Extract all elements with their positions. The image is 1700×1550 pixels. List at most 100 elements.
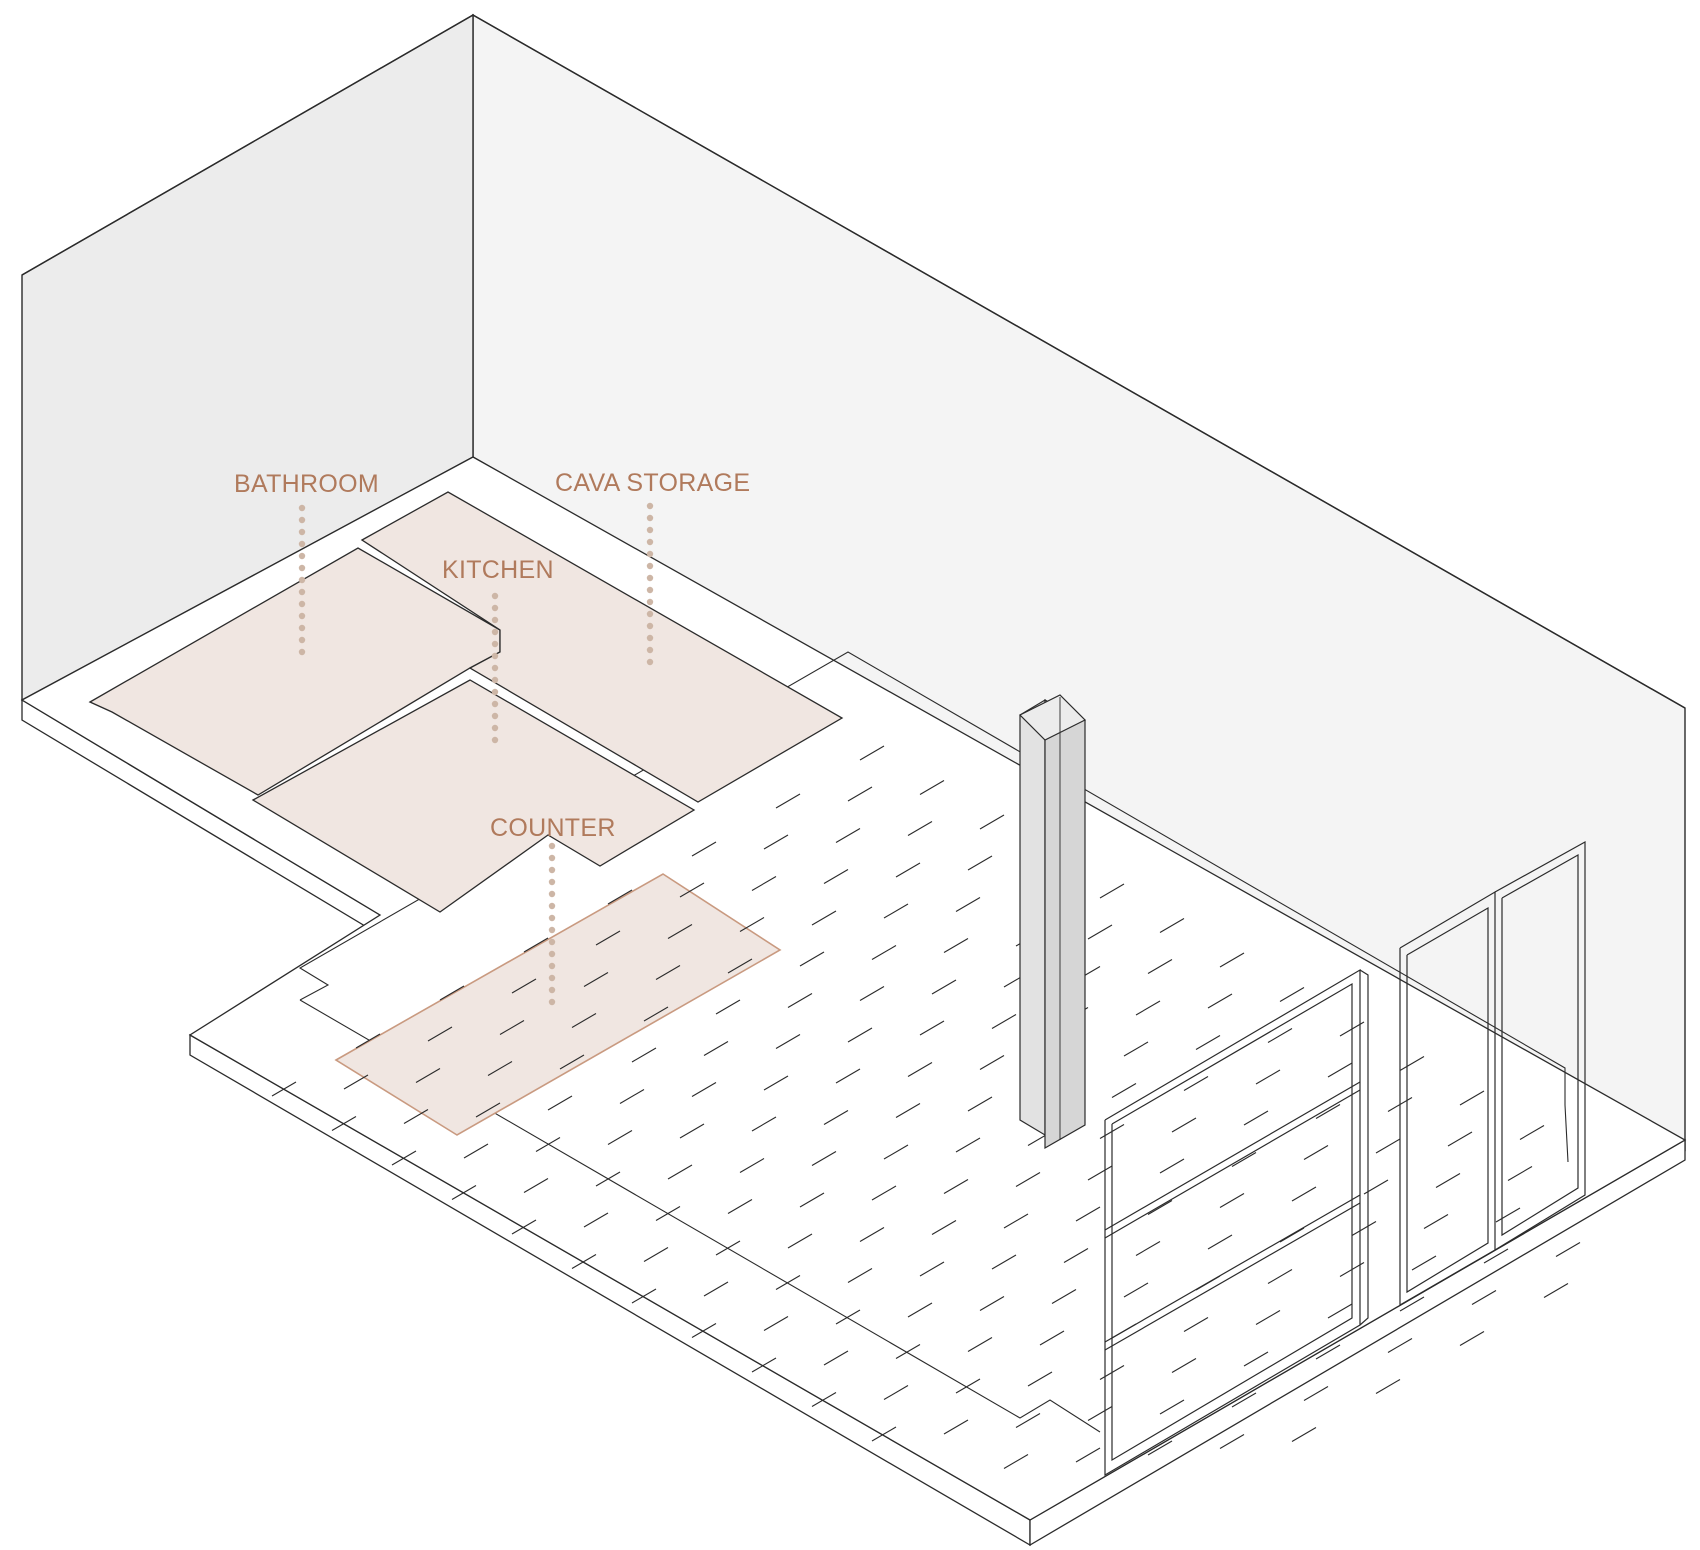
counter-leader-dot	[548, 842, 556, 850]
floorboard-dash	[1351, 1221, 1377, 1236]
floorboard-dash	[1159, 918, 1185, 933]
floorboard-dash	[979, 1296, 1005, 1311]
counter-leader-dot	[548, 926, 556, 934]
bathroom-leader-dot	[298, 612, 306, 620]
floorboard-dash	[1087, 1165, 1113, 1181]
floorboard-dash	[751, 1357, 777, 1373]
floorboard-dash	[1147, 959, 1173, 974]
cava-storage-leader-dot	[646, 562, 654, 570]
floorboard-dash	[1315, 1104, 1341, 1119]
floorboard-dash	[1243, 1110, 1269, 1126]
floorboard-dash	[751, 1116, 777, 1132]
floorboard-dash	[847, 1268, 873, 1283]
floorboard-dash	[511, 1219, 537, 1235]
floorboard-dash	[1375, 1138, 1401, 1154]
floorboard-dash	[595, 1171, 621, 1187]
floorboard-pattern	[271, 745, 1581, 1469]
floorboard-dash	[1291, 1427, 1317, 1442]
cava-storage-leader-dot	[646, 526, 654, 534]
kitchen-leader-dot	[491, 616, 499, 624]
floorboard-dash	[739, 1158, 765, 1173]
bathroom-leader-dot	[298, 636, 306, 644]
floorboard-dash	[859, 1227, 885, 1242]
floorboard-dash	[1231, 1152, 1257, 1167]
floorboard-dash	[763, 834, 789, 850]
floorboard-dash	[835, 1309, 861, 1325]
cava-storage-leader-dot	[646, 634, 654, 642]
floorboard-dash	[1039, 1330, 1065, 1346]
floorboard-dash	[787, 993, 813, 1008]
column-right-face	[1044, 699, 1086, 1150]
floorboard-dash	[559, 1054, 585, 1070]
floorboard-dash	[1507, 1166, 1533, 1181]
floorboard-dash	[823, 869, 849, 884]
floorboard-dash	[1291, 1186, 1317, 1202]
floorboard-dash	[715, 999, 741, 1015]
floorboard-dash	[679, 882, 705, 898]
counter-zone	[334, 873, 782, 1136]
bathroom-leader-dot	[298, 516, 306, 524]
floorboard-dash	[1231, 1392, 1257, 1408]
floorboard-dash	[799, 951, 825, 967]
floorboard-dash	[643, 1006, 669, 1022]
floorboard-dash	[475, 1102, 501, 1118]
counter-leader-dot	[548, 998, 556, 1006]
floorboard-dash	[1387, 1338, 1413, 1353]
floorboard-dash	[1207, 1234, 1233, 1250]
floorboard-dash	[1027, 1371, 1053, 1387]
kitchen-leader-dot	[491, 736, 499, 744]
floorboard-dash	[991, 1254, 1017, 1270]
floorboard-dash	[571, 1013, 597, 1028]
floorboard-dash	[1435, 1173, 1461, 1188]
floorboard-dash	[739, 917, 765, 932]
floorboard-dash	[691, 1082, 717, 1097]
floorboard-dash	[1327, 1062, 1353, 1078]
floorboard-dash	[1219, 1434, 1245, 1449]
floorboard-dash	[931, 1220, 957, 1235]
kitchen-leader-dot	[491, 700, 499, 708]
kitchen-leader-dot	[491, 652, 499, 660]
cava-storage-leader-dot	[646, 538, 654, 546]
floorboard-dash	[1279, 1227, 1305, 1243]
leader-lines	[298, 502, 654, 1006]
floorboard-dash	[1303, 1145, 1329, 1160]
floorboard-dash	[1219, 1193, 1245, 1208]
bathroom-leader-dot	[298, 600, 306, 608]
floorboard-dash	[1183, 1317, 1209, 1332]
floorboard-dash	[1303, 1386, 1329, 1401]
floorboard-dash	[763, 1075, 789, 1091]
cava-storage-leader-dot	[646, 646, 654, 654]
floorboard-dash	[1159, 1158, 1185, 1174]
floorboard-dash	[1003, 1213, 1029, 1229]
floorboard-dash	[547, 1095, 573, 1111]
floorboard-dash	[979, 1055, 1005, 1070]
kitchen-label: KITCHEN	[442, 556, 554, 584]
floorboard-dash	[1051, 1289, 1077, 1304]
floorboard-dash	[967, 1337, 993, 1352]
bathroom-leader-dot	[298, 528, 306, 536]
floorboard-dash	[847, 1027, 873, 1043]
bathroom-leader-dot	[298, 648, 306, 656]
floorboard-dash	[1087, 1406, 1113, 1421]
kitchen-leader-dot	[491, 724, 499, 732]
floorboard-dash	[895, 862, 921, 878]
floorboard-dash	[343, 1074, 369, 1090]
floorboard-dash	[1519, 1125, 1545, 1140]
floor-inner-outline	[298, 651, 1569, 1163]
floorboard-dash	[727, 958, 753, 974]
floorboard-dash	[331, 1116, 357, 1131]
floorboard-dash	[883, 903, 909, 919]
floorboard-dash	[955, 1378, 981, 1394]
kitchen-leader-dot	[491, 676, 499, 684]
floorboard-dash	[1147, 1440, 1173, 1456]
kitchen-leader-dot	[491, 688, 499, 696]
floorboard-dash	[1219, 952, 1245, 968]
floorboard-dash	[823, 1110, 849, 1125]
floorboard-dash	[1399, 1056, 1425, 1071]
cava-storage-leader-dot	[646, 550, 654, 558]
floorboard-dash	[907, 1062, 933, 1077]
floorboard-dash	[1255, 1069, 1281, 1085]
floorboard-dash	[907, 1302, 933, 1318]
counter-leader-dot	[548, 962, 556, 970]
